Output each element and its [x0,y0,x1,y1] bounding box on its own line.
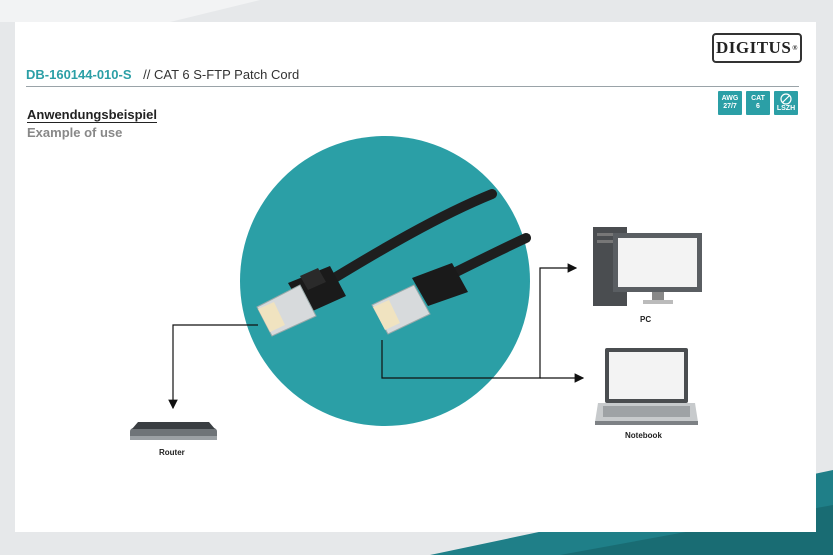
connection-arrows [168,263,585,410]
router-label: Router [159,448,185,457]
awg-badge: AWG 27/7 [718,91,742,115]
section-title: Anwendungsbeispiel [27,107,158,123]
cat-badge-line2: 6 [756,103,760,110]
product-header: DB-160144-010-S // CAT 6 S-FTP Patch Cor… [26,67,299,82]
pc-icon [593,227,702,306]
teal-circle [240,136,530,426]
cat-badge: CAT 6 [746,91,770,115]
product-title: // CAT 6 S-FTP Patch Cord [143,67,300,82]
lszh-icon [780,93,792,105]
registered-mark: ® [792,44,799,52]
cat-badge-line1: CAT [751,95,765,102]
notebook-icon [595,348,698,425]
awg-badge-line1: AWG [721,95,739,102]
spec-badges: AWG 27/7 CAT 6 LSZH [718,91,798,115]
awg-badge-line2: 27/7 [723,103,737,110]
lszh-badge-label: LSZH [776,105,796,112]
notebook-label: Notebook [625,431,662,440]
patch-cable-icon [256,189,531,337]
product-code: DB-160144-010-S [26,67,132,82]
header-divider [26,86,799,87]
router-icon [130,422,217,440]
section-subtitle: Example of use [27,125,123,140]
digitus-logo: DIGITUS® [712,33,802,63]
pc-label: PC [640,315,652,324]
logo-text: DIGITUS [715,38,792,57]
lszh-badge: LSZH [774,91,798,115]
